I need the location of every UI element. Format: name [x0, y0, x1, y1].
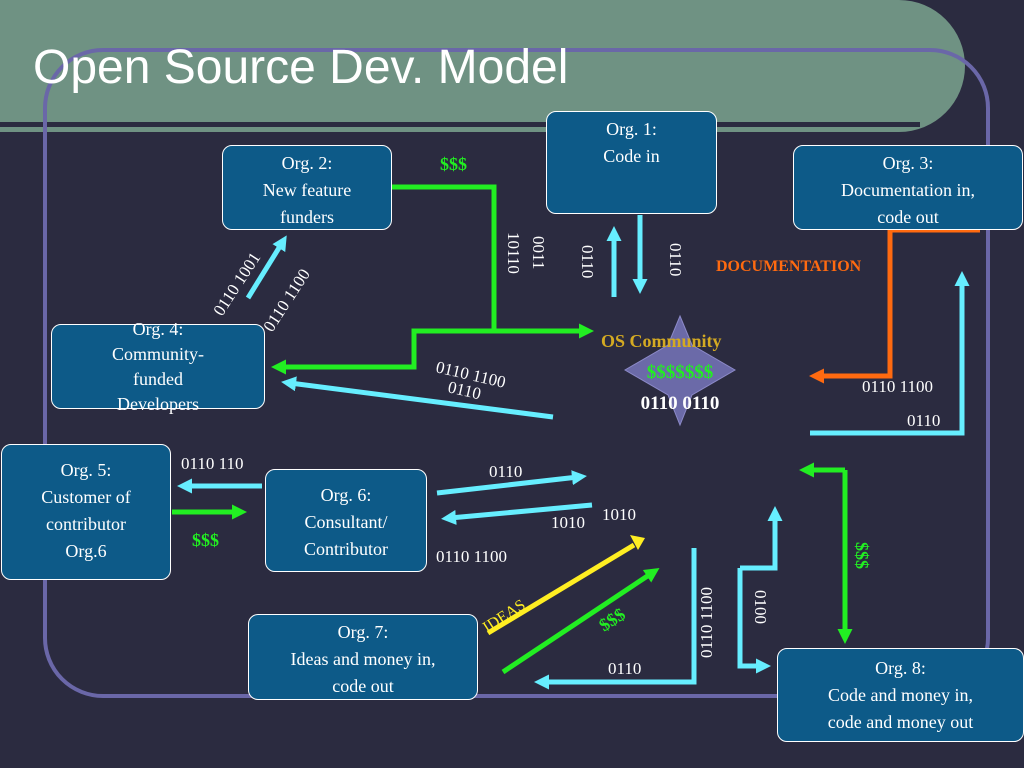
label-code-org6-in-b: 1010: [602, 505, 636, 524]
label-code-org6-c: 0110 1100: [436, 547, 507, 566]
money-flow-to-org4: [271, 328, 494, 375]
org7-line-1: Ideas and money in,: [290, 649, 436, 669]
org2-line-1: New feature: [262, 180, 352, 200]
code-flow-org8-loop: [737, 568, 771, 674]
label-code-org1-up: 0110: [578, 245, 597, 278]
label-code-org7: 0110: [608, 659, 641, 678]
org6-name: Org. 6:: [320, 485, 372, 505]
org3-line-1: Documentation in,: [841, 180, 975, 200]
label-money-org2: $$$: [440, 154, 467, 174]
label-code-vert-a: 0110 1100: [697, 587, 716, 658]
org4-line-3: Developers: [117, 394, 199, 414]
os-community-money: $$$$$$$: [647, 362, 714, 383]
label-code-org3-a: 0110 1100: [862, 377, 933, 396]
os-community-star: [624, 314, 736, 427]
org8-box: Org. 8: Code and money in, code and mone…: [777, 648, 1024, 742]
label-code-org5: 0110 110: [181, 454, 244, 473]
ideas-flow: [486, 542, 636, 636]
org6-line-2: Contributor: [304, 539, 388, 559]
label-code-org6-out: 0110: [489, 462, 522, 481]
org3-box: Org. 3: Documentation in, code out: [793, 145, 1023, 230]
org6-line-1: Consultant/: [304, 512, 388, 532]
org5-line-3: Org.6: [65, 541, 107, 561]
org4-line-1: Community-: [111, 344, 204, 364]
org3-name: Org. 3:: [882, 153, 934, 173]
label-code-org6-in-a: 1010: [551, 513, 585, 532]
label-ideas: IDEAS: [480, 596, 529, 636]
money-flow-org2-to-community: [392, 184, 594, 339]
label-money-org8: $$$: [852, 542, 872, 569]
org1-box: Org. 1: Code in: [546, 111, 717, 214]
os-community-code: 0110 0110: [641, 393, 720, 414]
code-flow-org6-to-community: [436, 470, 587, 496]
org5-line-2: contributor: [46, 514, 126, 534]
label-code-org1-down: 0110: [666, 243, 685, 276]
documentation-flow: [809, 227, 980, 384]
org2-line-2: funders: [280, 207, 334, 227]
org5-line-1: Customer of: [41, 487, 131, 507]
money-flow-org7-to-community: [501, 568, 660, 675]
label-code-org2-a: 10110: [504, 232, 523, 274]
label-code-org2-b: 0011: [529, 236, 548, 269]
org3-line-2: code out: [877, 207, 939, 227]
label-code-vert-b: 0100: [751, 590, 770, 624]
code-flow-to-org7: [534, 548, 697, 690]
ideas-arrowhead: [630, 535, 645, 550]
org5-name: Org. 5:: [60, 460, 112, 480]
label-code-org3-b: 0110: [907, 411, 940, 430]
label-code-org4-b: 0110 1100: [259, 265, 314, 335]
org8-line-2: code and money out: [827, 712, 974, 732]
org8-name: Org. 8:: [875, 658, 926, 678]
code-flow-org4-to-org2: [245, 235, 287, 300]
org7-line-2: code out: [332, 676, 394, 696]
code-flow-to-community-right: [740, 506, 783, 571]
org7-box: Org. 7: Ideas and money in, code out: [248, 614, 478, 700]
org2-box: Org. 2: New feature funders: [222, 145, 392, 230]
code-flow-community-to-org3: [810, 271, 970, 436]
org4-line-2: funded: [133, 369, 183, 389]
os-community-title: OS Community: [601, 331, 722, 351]
code-flow-community-to-org6: [441, 502, 593, 525]
title-bar: [0, 0, 965, 132]
slide-title: Open Source Dev. Model: [33, 41, 569, 94]
label-money-org5: $$$: [192, 530, 219, 550]
org2-name: Org. 2:: [281, 153, 333, 173]
org1-line-1: Code in: [603, 146, 660, 166]
org6-box: Org. 6: Consultant/ Contributor: [265, 469, 427, 572]
code-flow-community-to-org4: [281, 376, 554, 420]
org5-box: Org. 5: Customer of contributor Org.6: [1, 444, 171, 580]
org7-name: Org. 7:: [337, 622, 389, 642]
diagram-frame: [43, 48, 990, 698]
org4-name: Org. 4:: [132, 319, 184, 339]
org1-name: Org. 1:: [606, 119, 657, 139]
title-underline: [0, 122, 920, 127]
org8-line-1: Code and money in,: [828, 685, 973, 705]
org4-box: Org. 4: Community- funded Developers: [51, 319, 265, 414]
label-documentation: DOCUMENTATION: [716, 258, 862, 275]
